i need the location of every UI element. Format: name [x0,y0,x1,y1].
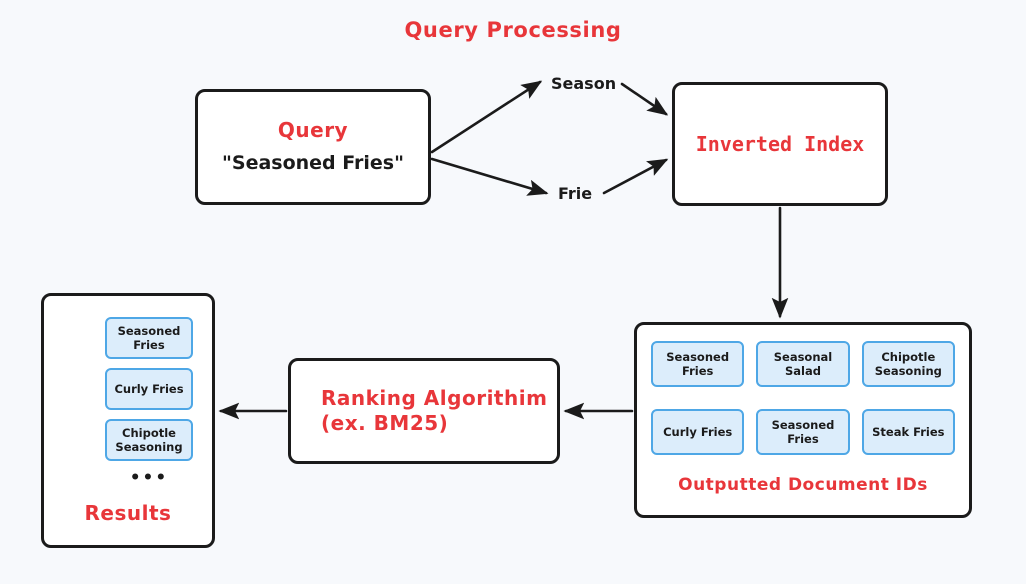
query-node: Query "Seasoned Fries" [195,89,431,205]
page-title: Query Processing [404,18,622,42]
token-label-season: Season [551,74,617,93]
results-ellipsis: ••• [129,468,169,488]
document-chip-grid: Seasoned Fries Seasonal Salad Chipotle S… [651,341,955,455]
ranking-algorithm-line2: (ex. BM25) [321,411,449,435]
result-chip: Chipotle Seasoning [105,419,193,461]
query-value: "Seasoned Fries" [221,152,405,175]
token-label-frie: Frie [558,184,593,203]
arrow-season-to-index [620,82,669,116]
inverted-index-label: Inverted Index [695,131,865,156]
results-node: Seasoned Fries Curly Fries Chipotle Seas… [41,293,215,548]
ranking-algorithm-node: Ranking Algorithim (ex. BM25) [288,358,560,464]
query-heading: Query [277,118,349,143]
document-chip: Seasoned Fries [756,409,850,455]
results-chip-list: Seasoned Fries Curly Fries Chipotle Seas… [105,317,193,461]
ranking-algorithm-line1: Ranking Algorithim [321,386,548,410]
arrow-query-to-season [430,80,543,154]
document-chip: Seasonal Salad [756,341,850,387]
result-chip: Seasoned Fries [105,317,193,359]
outputted-documents-node: Seasoned Fries Seasonal Salad Chipotle S… [634,322,972,518]
outputted-documents-caption: Outputted Document IDs [678,475,928,495]
arrow-frie-to-index [602,158,669,195]
document-chip: Chipotle Seasoning [861,341,955,387]
results-caption: Results [84,501,172,525]
document-chip: Seasoned Fries [651,341,745,387]
inverted-index-node: Inverted Index [672,82,888,206]
arrow-query-to-frie [430,157,549,196]
document-chip: Steak Fries [861,409,955,455]
document-chip: Curly Fries [651,409,745,455]
result-chip: Curly Fries [105,368,193,410]
